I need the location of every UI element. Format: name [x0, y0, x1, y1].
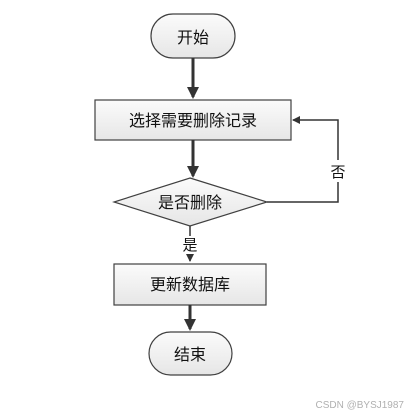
select-record-node: 选择需要删除记录 — [94, 99, 292, 141]
update-database-node: 更新数据库 — [113, 263, 267, 306]
yes-label: 是 — [182, 236, 197, 254]
watermark-text: CSDN @BYSJ1987 — [315, 400, 404, 411]
start-node: 开始 — [150, 13, 236, 59]
end-node-label: 结束 — [174, 345, 206, 364]
decision-label: 是否删除 — [158, 193, 222, 212]
select-record-label: 选择需要删除记录 — [129, 111, 257, 130]
decision-node: 是否删除 — [112, 177, 270, 227]
update-database-label: 更新数据库 — [150, 275, 230, 294]
select-record-shape — [94, 99, 292, 141]
start-node-label: 开始 — [177, 28, 209, 47]
update-database-shape — [113, 263, 267, 306]
end-node: 结束 — [148, 331, 233, 376]
yes-label-bg — [180, 236, 200, 254]
no-label-bg — [330, 160, 346, 182]
no-label: 否 — [330, 163, 345, 181]
end-node-shape — [148, 331, 233, 376]
